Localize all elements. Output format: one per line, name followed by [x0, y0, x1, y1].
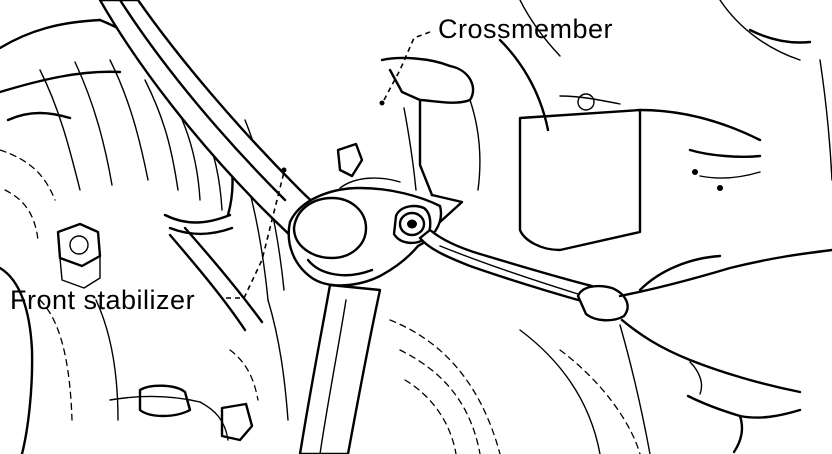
- front-stabilizer-bar-lower: [298, 283, 382, 454]
- wheel-lines: [389, 319, 641, 454]
- steering-boot: [0, 18, 234, 241]
- hand: [576, 248, 832, 454]
- bracket-bolt: [392, 204, 432, 245]
- bolt-head: [56, 222, 102, 289]
- crossmember: [336, 0, 561, 224]
- leader-lines: [226, 31, 431, 299]
- left-lower-structure: [0, 266, 259, 454]
- right-panel: [518, 0, 832, 252]
- wrench: [418, 228, 594, 304]
- crossmember-label: Crossmember: [438, 14, 614, 44]
- front-stabilizer-label: Front stabilizer: [10, 285, 196, 315]
